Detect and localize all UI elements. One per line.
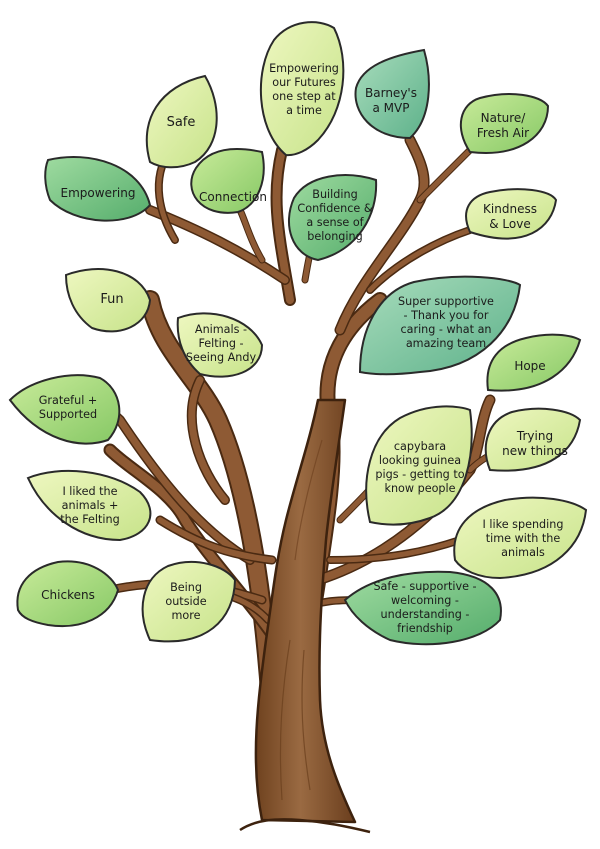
leaf-trying (484, 407, 582, 472)
tree-trunk (254, 398, 357, 824)
leaf-super-supportive (358, 275, 522, 376)
leaf-safe (145, 74, 218, 169)
leaf-empowering (44, 156, 152, 222)
leaf-capybara (365, 405, 473, 526)
leaf-hope (486, 333, 582, 392)
leaf-kindness (465, 188, 558, 240)
leaf-outside (141, 561, 237, 643)
leaves (8, 21, 588, 646)
leaf-empowering-futures (259, 21, 345, 157)
leaf-fun (64, 268, 152, 333)
leaf-building (287, 174, 378, 262)
leaf-liked-animals (26, 469, 152, 542)
leaf-spending-time (453, 496, 588, 580)
leaf-safe-supportive (343, 570, 502, 646)
leaf-chickens (16, 560, 120, 627)
leaf-grateful (8, 374, 121, 445)
leaf-connection (190, 148, 265, 214)
leaf-barney (354, 48, 430, 140)
leaf-nature (460, 93, 550, 154)
leaf-animals-felting (176, 312, 264, 378)
